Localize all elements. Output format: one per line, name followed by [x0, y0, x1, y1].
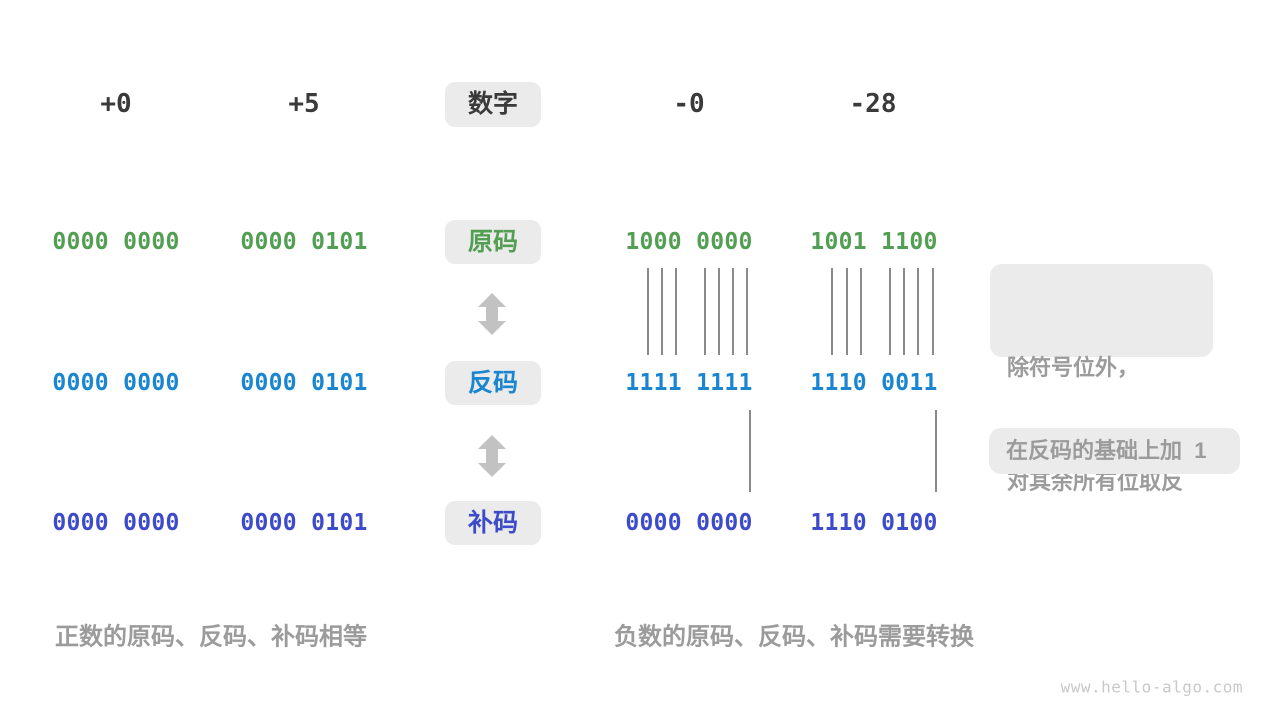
carry-line — [935, 410, 937, 492]
bit-tick-line — [932, 268, 934, 355]
ones-complement-chip: 反码 — [445, 361, 541, 405]
positive-caption: 正数的原码、反码、补码相等 — [55, 623, 367, 651]
bit-tick-line — [903, 268, 905, 355]
bit-tick-line — [831, 268, 833, 355]
number-chip: 数字 — [445, 82, 541, 127]
binary-value: 0000 0000 — [52, 510, 180, 536]
header-negative-twenty-eight: -28 — [849, 89, 897, 119]
sign-magnitude-chip-label: 原码 — [467, 227, 518, 256]
header-negative-zero: -0 — [673, 89, 705, 119]
ones-complement-chip-label: 反码 — [467, 368, 518, 397]
bit-tick-line — [675, 268, 677, 355]
binary-value: 1110 0011 — [810, 370, 938, 396]
bit-tick-line — [746, 268, 748, 355]
binary-value: 0000 0101 — [240, 370, 368, 396]
bit-tick-line — [704, 268, 706, 355]
bit-tick-line — [647, 268, 649, 355]
watermark: www.hello-algo.com — [1060, 677, 1243, 697]
binary-value: 1110 0100 — [810, 510, 938, 536]
binary-value: 0000 0000 — [625, 510, 753, 536]
twos-complement-chip: 补码 — [445, 501, 541, 545]
add-one-note: 在反码的基础上加 1 — [989, 428, 1240, 474]
sign-magnitude-chip: 原码 — [445, 220, 541, 264]
twos-complement-chip-label: 补码 — [467, 508, 518, 537]
binary-value: 1001 1100 — [810, 229, 938, 255]
binary-value: 1000 0000 — [625, 229, 753, 255]
bit-tick-line — [917, 268, 919, 355]
invert-note-text: 除符号位外， 对其余所有位取反 — [990, 264, 1213, 577]
header-positive-zero: +0 — [100, 89, 132, 119]
header-positive-five: +5 — [288, 89, 320, 119]
negative-caption: 负数的原码、反码、补码需要转换 — [614, 623, 974, 651]
number-chip-label: 数字 — [467, 90, 518, 118]
bit-tick-line — [846, 268, 848, 355]
binary-value: 1111 1111 — [625, 370, 753, 396]
binary-value: 0000 0101 — [240, 510, 368, 536]
invert-note: 除符号位外， 对其余所有位取反 — [990, 264, 1213, 494]
add-one-note-text: 在反码的基础上加 1 — [1006, 438, 1207, 463]
up-down-arrow-icon — [477, 292, 507, 336]
invert-note-line1: 除符号位外， — [1007, 355, 1140, 380]
bit-tick-line — [860, 268, 862, 355]
binary-value: 0000 0101 — [240, 229, 368, 255]
bit-tick-line — [889, 268, 891, 355]
bit-tick-line — [661, 268, 663, 355]
binary-value: 0000 0000 — [52, 370, 180, 396]
carry-line — [749, 410, 751, 492]
bit-tick-line — [718, 268, 720, 355]
up-down-arrow-icon — [477, 434, 507, 478]
bit-tick-line — [732, 268, 734, 355]
binary-value: 0000 0000 — [52, 229, 180, 255]
